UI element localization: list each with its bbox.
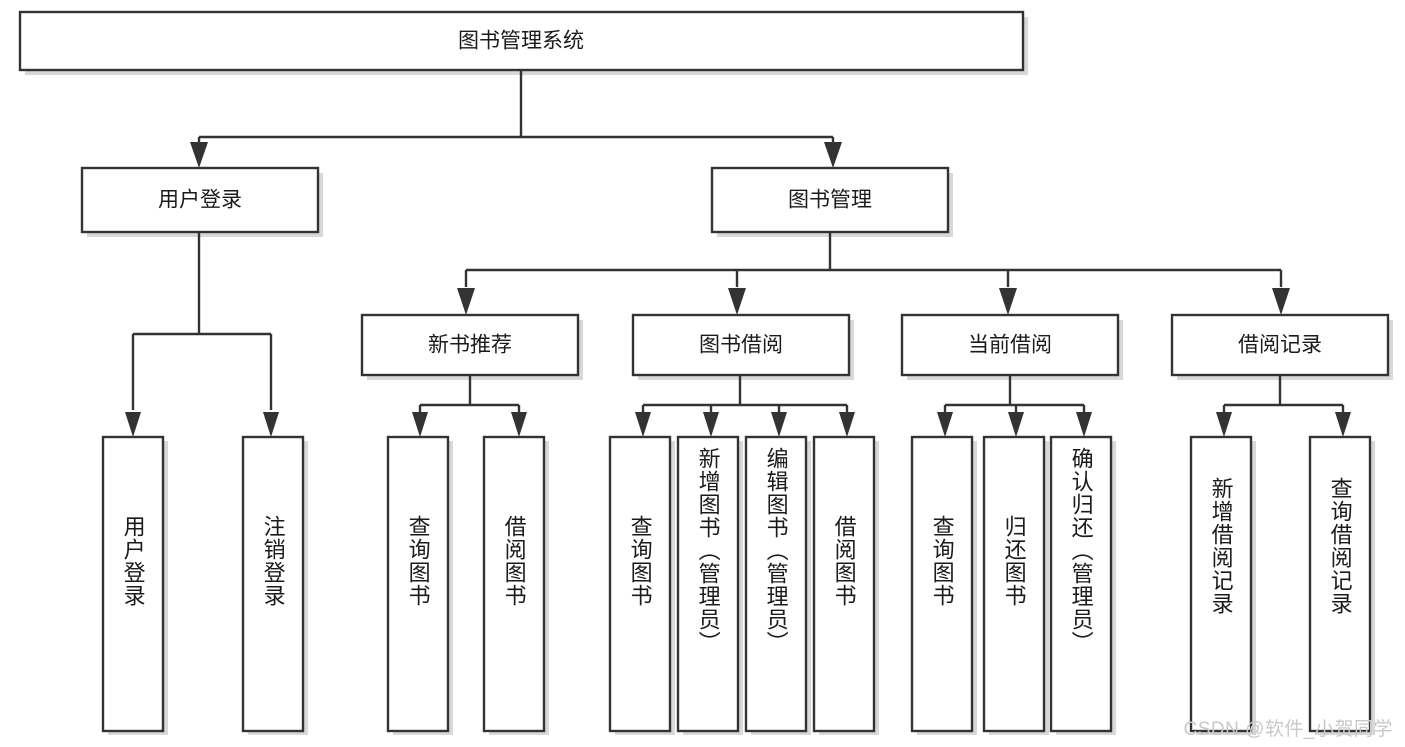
node-borrow-record-label: 借阅记录 — [1238, 334, 1322, 357]
leaf-box-add-borrow-record — [1189, 435, 1253, 733]
node-book-borrow-label: 图书借阅 — [699, 334, 783, 357]
connector-lines — [131, 70, 1345, 418]
node-new-book-recommend[interactable]: 新书推荐 — [360, 313, 580, 377]
leaf-box-add-book-admin — [676, 435, 740, 733]
csdn-watermark: CSDN @软件_小贺同学 — [1183, 719, 1393, 740]
leaf-box-return-book — [982, 435, 1046, 733]
node-current-borrow-label: 当前借阅 — [968, 334, 1052, 357]
node-book-borrow[interactable]: 图书借阅 — [631, 313, 851, 377]
leaf-box-query-book-2 — [608, 435, 672, 733]
leaf-box-borrow-book-1 — [482, 435, 546, 733]
node-current-borrow[interactable]: 当前借阅 — [900, 313, 1120, 377]
leaf-box-edit-book-admin — [744, 435, 808, 733]
leaf-box-query-book-3 — [910, 435, 974, 733]
node-book-management[interactable]: 图书管理 — [710, 166, 950, 234]
node-user-login-label: 用户登录 — [158, 189, 242, 212]
node-root-label: 图书管理系统 — [458, 30, 584, 53]
leaf-boxes[interactable] — [101, 435, 1372, 733]
node-book-management-label: 图书管理 — [788, 189, 872, 212]
arrow-heads — [125, 142, 1351, 437]
leaf-box-confirm-return-admin — [1049, 435, 1113, 733]
node-root[interactable]: 图书管理系统 — [18, 10, 1025, 72]
node-borrow-record[interactable]: 借阅记录 — [1170, 313, 1390, 377]
leaf-box-query-book-1 — [386, 435, 450, 733]
leaf-box-query-borrow-record — [1308, 435, 1372, 733]
leaf-box-user-login — [101, 435, 165, 733]
leaf-box-logout — [241, 435, 305, 733]
node-user-login[interactable]: 用户登录 — [80, 166, 320, 234]
leaf-box-borrow-book-2 — [812, 435, 876, 733]
node-new-book-recommend-label: 新书推荐 — [428, 334, 512, 357]
